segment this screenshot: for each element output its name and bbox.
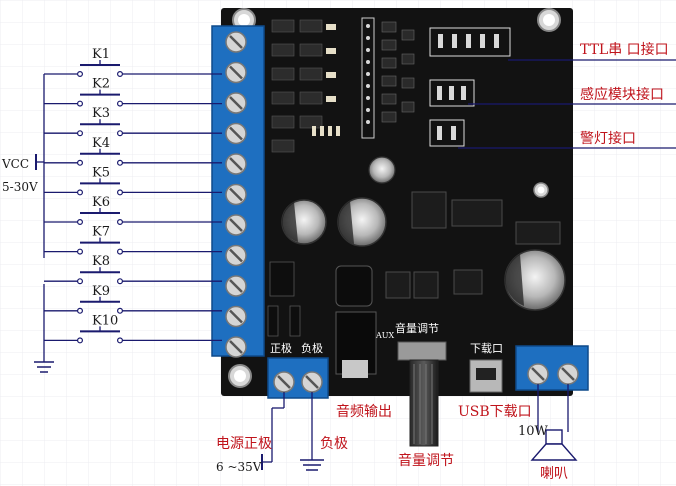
key-wiring xyxy=(34,74,54,373)
terminal-screw xyxy=(225,305,247,328)
switch-label: K2 xyxy=(92,77,110,92)
inductor xyxy=(335,265,373,307)
capacitor xyxy=(504,249,566,311)
speaker-wiring xyxy=(537,384,569,432)
capacitor xyxy=(368,156,396,184)
label-volume: 音量调节 xyxy=(398,452,454,469)
switch-label: K7 xyxy=(92,225,110,240)
switch-label: K8 xyxy=(92,254,110,269)
label-power-range: 6 ~35V xyxy=(216,460,262,474)
terminal-screw xyxy=(225,183,247,206)
push-switch: K5 xyxy=(44,165,222,196)
push-switch: K1 xyxy=(44,47,222,77)
capacitor xyxy=(337,197,387,247)
switch-label: K10 xyxy=(92,313,118,328)
push-switch: K6 xyxy=(44,195,222,226)
callout-alarm: 警灯接口 xyxy=(580,130,636,147)
terminal-screw xyxy=(225,122,247,145)
push-switch: K2 xyxy=(44,77,222,107)
label-speaker: 喇叭 xyxy=(540,466,568,482)
sensor-header xyxy=(429,79,475,107)
silk-power-neg: 负极 xyxy=(301,341,323,355)
terminal-screw xyxy=(225,31,247,53)
terminal-screw xyxy=(225,92,247,114)
terminal-screw xyxy=(225,336,247,358)
label-speaker-power: 10W xyxy=(518,424,549,439)
switch-label: K1 xyxy=(92,47,110,62)
label-power-pos: 电源正极 xyxy=(216,436,272,452)
push-switch: K8 xyxy=(44,254,222,285)
ic-chip xyxy=(411,191,447,229)
push-switch: K10 xyxy=(44,313,222,344)
pcb-board: 正极 负极 音量调节 下载口 AUX xyxy=(221,8,573,396)
ic-chip xyxy=(515,221,561,245)
switch-label: K6 xyxy=(92,195,110,210)
push-switch: K4 xyxy=(44,136,222,166)
ic-chip xyxy=(453,269,483,295)
vcc-label: VCC xyxy=(1,157,29,171)
ttl-header xyxy=(429,27,511,57)
silk-download: 下载口 xyxy=(470,342,503,355)
terminal-screw xyxy=(225,61,247,84)
callout-lines xyxy=(458,59,676,149)
alarm-header xyxy=(429,119,465,147)
terminal-screw xyxy=(225,153,247,175)
capacitor xyxy=(281,199,327,245)
ic-chip xyxy=(385,271,411,299)
switch-label: K9 xyxy=(92,284,110,299)
speaker-terminal xyxy=(515,345,589,391)
vcc-range-label: 5-30V xyxy=(2,180,38,194)
label-audio-out: 音频输出 xyxy=(336,403,392,420)
switch-label: K4 xyxy=(92,136,110,151)
callout-sensor: 感应模块接口 xyxy=(580,86,664,103)
switch-label: K3 xyxy=(92,106,110,121)
silk-power-pos: 正极 xyxy=(270,341,292,355)
terminal-screw xyxy=(225,244,247,267)
power-terminal xyxy=(267,357,329,399)
usb-port xyxy=(469,359,503,393)
power-wiring xyxy=(261,392,324,471)
push-switch: K7 xyxy=(44,225,222,255)
label-power-neg: 负极 xyxy=(320,436,348,452)
push-switch: K9 xyxy=(44,284,222,314)
volume-knob xyxy=(397,341,447,447)
terminal-screw xyxy=(225,214,247,236)
silk-volume: 音量调节 xyxy=(395,321,439,335)
push-switch: K3 xyxy=(44,106,222,137)
switch-label: K5 xyxy=(92,165,110,180)
ic-chip xyxy=(451,199,503,227)
label-usb: USB下载口 xyxy=(458,404,532,420)
callout-ttl: TTL串 口接口 xyxy=(580,41,669,58)
terminal-screw xyxy=(225,275,247,297)
key-terminal-strip xyxy=(211,25,265,358)
ic-chip xyxy=(413,271,439,299)
silk-aux: AUX xyxy=(375,331,395,340)
speaker-icon xyxy=(530,429,578,461)
